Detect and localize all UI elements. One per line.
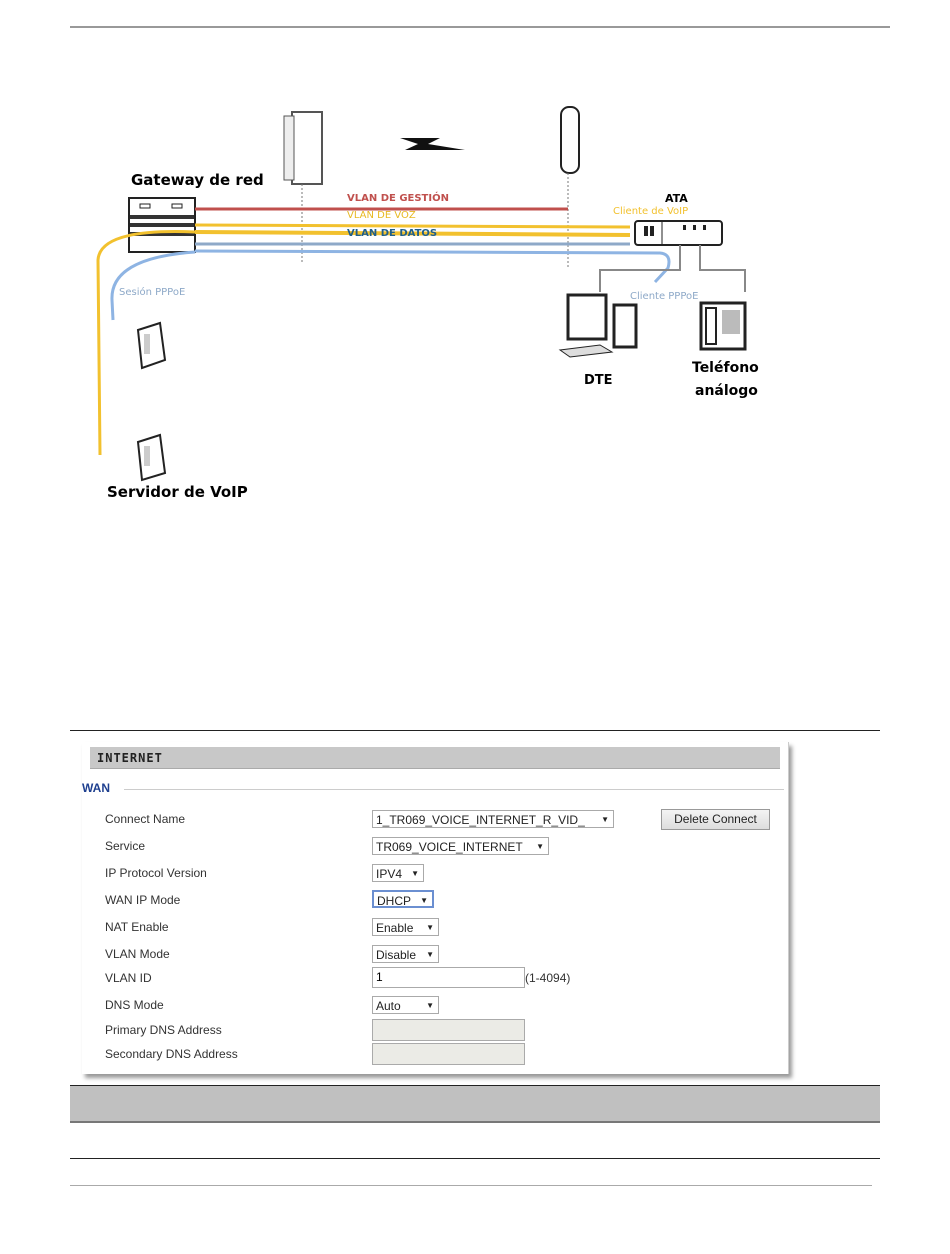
chevron-down-icon: ▼	[420, 896, 428, 905]
pppoe-session-curve	[110, 250, 196, 321]
ata-cables	[599, 245, 746, 292]
table-bottom-rule	[70, 1158, 880, 1159]
pppoe-client-label: Cliente PPPoE	[630, 291, 699, 302]
wan-ip-mode-label: WAN IP Mode	[105, 893, 181, 907]
connect-name-label: Connect Name	[105, 812, 186, 826]
vlan-id-label: VLAN ID	[105, 971, 152, 985]
gateway-label: Gateway de red	[131, 171, 264, 189]
vlan-voice-line	[194, 223, 631, 229]
vlan-voice-label: VLAN DE VOZ	[347, 210, 416, 221]
computer-icon	[558, 293, 638, 358]
header-rule	[70, 26, 890, 28]
ata-icon	[634, 220, 723, 246]
vlan-mode-select[interactable]: Disable ▼	[372, 945, 439, 963]
chevron-down-icon: ▼	[411, 869, 419, 878]
voip-server-icon	[136, 433, 167, 482]
wan-ip-mode-select[interactable]: DHCP ▼	[372, 890, 434, 908]
service-value: TR069_VOICE_INTERNET	[376, 840, 523, 854]
delete-connect-button[interactable]: Delete Connect	[661, 809, 770, 830]
chevron-down-icon: ▼	[426, 923, 434, 932]
vlan-voice-line-2	[194, 230, 631, 237]
pppoe-session-label: Sesión PPPoE	[119, 287, 186, 298]
secondary-dns-input[interactable]	[372, 1043, 525, 1065]
gateway-icon	[128, 197, 196, 253]
chevron-down-icon: ▼	[601, 815, 609, 824]
phone-label-line2: análogo	[695, 383, 758, 399]
wan-section-title: WAN	[82, 781, 110, 795]
network-diagram: Gateway de red VLAN DE GESTIÓN VLAN DE V…	[0, 0, 950, 520]
vlan-id-range-hint: (1-4094)	[525, 971, 571, 985]
chevron-down-icon: ▼	[426, 1001, 434, 1010]
connect-name-select[interactable]: 1_TR069_VOICE_INTERNET_R_VID_ ▼	[372, 810, 614, 828]
chevron-down-icon: ▼	[536, 842, 544, 851]
primary-dns-input[interactable]	[372, 1019, 525, 1041]
dns-mode-select[interactable]: Auto ▼	[372, 996, 439, 1014]
nat-enable-value: Enable	[376, 921, 414, 935]
phone-icon	[699, 301, 747, 351]
table-header-band	[70, 1085, 880, 1123]
wan-ip-mode-value: DHCP	[377, 894, 412, 908]
panel-title: INTERNET	[90, 747, 780, 769]
dns-mode-value: Auto	[376, 999, 401, 1013]
table-top-rule	[70, 730, 880, 731]
outdoor-cpe-icon	[283, 111, 323, 185]
internet-settings-panel: INTERNET WAN Connect Name 1_TR069_VOICE_…	[82, 742, 789, 1074]
nat-enable-select[interactable]: Enable ▼	[372, 918, 439, 936]
service-select[interactable]: TR069_VOICE_INTERNET ▼	[372, 837, 549, 855]
chevron-down-icon: ▼	[426, 950, 434, 959]
wireless-link-icon	[400, 138, 465, 150]
ip-protocol-version-select[interactable]: IPV4 ▼	[372, 864, 424, 882]
wan-divider	[124, 789, 784, 790]
dte-label: DTE	[584, 373, 613, 388]
ata-label: ATA	[665, 192, 688, 205]
vlan-data-label: VLAN DE DATOS	[347, 228, 438, 239]
voip-server-curve	[96, 230, 196, 456]
pppoe-client-curve	[194, 249, 671, 284]
ip-protocol-version-label: IP Protocol Version	[105, 866, 207, 880]
vlan-mode-label: VLAN Mode	[105, 947, 170, 961]
vlan-id-input[interactable]: 1	[372, 967, 525, 988]
voip-server-label: Servidor de VoIP	[107, 483, 248, 501]
vlan-mode-value: Disable	[376, 948, 417, 962]
footer-rule	[70, 1185, 872, 1186]
nat-enable-label: NAT Enable	[105, 920, 169, 934]
vlan-management-label: VLAN DE GESTIÓN	[347, 193, 449, 204]
dns-mode-label: DNS Mode	[105, 998, 164, 1012]
primary-dns-label: Primary DNS Address	[105, 1023, 222, 1037]
secondary-dns-label: Secondary DNS Address	[105, 1047, 238, 1061]
pppoe-server-icon	[136, 321, 167, 370]
connect-name-value: 1_TR069_VOICE_INTERNET_R_VID_	[376, 813, 585, 827]
base-station-antenna-icon	[560, 106, 580, 174]
phone-label-line1: Teléfono	[692, 360, 759, 376]
ip-protocol-version-value: IPV4	[376, 867, 403, 881]
service-label: Service	[105, 839, 146, 853]
voip-client-label: Cliente de VoIP	[613, 206, 689, 217]
